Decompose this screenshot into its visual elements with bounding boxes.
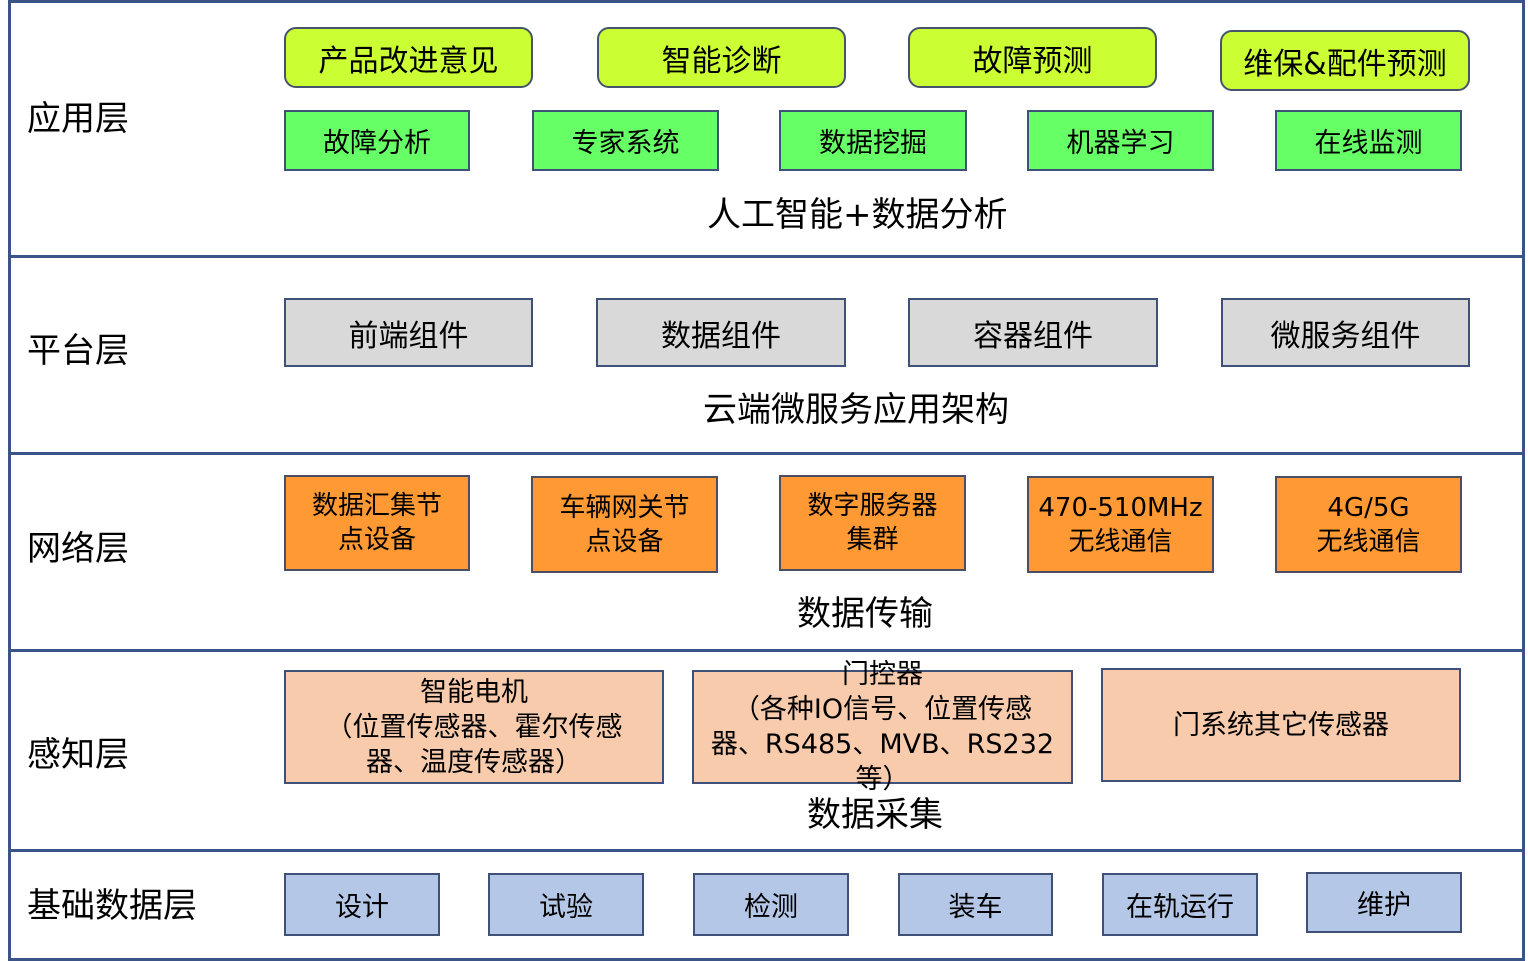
- app-item-smart-diagnosis: 智能诊断: [597, 27, 846, 88]
- platform-item-label: 前端组件: [348, 318, 469, 354]
- layer-title: 平台层: [27, 331, 129, 371]
- network-item-line2: 集群: [846, 525, 899, 555]
- sensing-item-smart-motor: 智能电机（位置传感器、霍尔传感器、温度传感器）: [284, 670, 664, 784]
- app-item-online-monitoring: 在线监测: [1275, 110, 1462, 171]
- layer-title: 基础数据层: [27, 886, 197, 926]
- app-item-label: 维保&配件预测: [1243, 46, 1447, 82]
- network-item-line2: 无线通信: [1316, 526, 1421, 557]
- network-item-aggregation-node: 数据汇集节点设备: [284, 475, 470, 571]
- platform-item-data: 数据组件: [596, 298, 846, 367]
- app-item-maintenance-prediction: 维保&配件预测: [1220, 30, 1470, 91]
- network-item-server-cluster: 数字服务器集群: [779, 475, 966, 571]
- app-item-machine-learning: 机器学习: [1027, 110, 1214, 171]
- network-item-line2: 无线通信: [1068, 526, 1173, 557]
- network-item-gateway-node: 车辆网关节点设备: [531, 476, 718, 573]
- app-item-label: 数据挖掘: [819, 128, 927, 159]
- platform-item-frontend: 前端组件: [284, 298, 533, 367]
- base-item-label: 检测: [744, 892, 798, 923]
- base-item-inspection: 检测: [693, 873, 849, 936]
- network-item-line1: 车辆网关节: [559, 492, 690, 523]
- app-item-data-mining: 数据挖掘: [779, 110, 967, 171]
- network-item-line1: 470-510MHz: [1038, 492, 1203, 523]
- platform-item-container: 容器组件: [908, 298, 1158, 367]
- network-item-line1: 数字服务器: [807, 491, 938, 521]
- base-item-test: 试验: [488, 873, 644, 936]
- app-item-product-improvement: 产品改进意见: [284, 27, 533, 88]
- network-layer: 网络层: [8, 452, 1525, 652]
- app-item-label: 故障预测: [972, 43, 1093, 79]
- layer-title: 感知层: [27, 735, 129, 775]
- base-item-label: 维护: [1357, 890, 1411, 921]
- sensing-item-line3: 器、温度传感器）: [366, 746, 582, 778]
- sensing-item-other-sensors: 门系统其它传感器: [1101, 668, 1461, 782]
- sensing-caption: 数据采集: [807, 795, 943, 835]
- platform-item-label: 微服务组件: [1270, 318, 1421, 354]
- base-item-maintenance: 维护: [1306, 872, 1462, 933]
- network-item-line1: 数据汇集节: [311, 491, 442, 521]
- sensing-item-line1: 门系统其它传感器: [1173, 709, 1389, 741]
- base-item-label: 在轨运行: [1126, 892, 1234, 923]
- base-item-installation: 装车: [898, 873, 1053, 936]
- app-item-label: 机器学习: [1066, 128, 1175, 159]
- app-item-fault-analysis: 故障分析: [284, 110, 470, 171]
- base-item-label: 设计: [335, 892, 389, 923]
- app-item-label: 智能诊断: [661, 43, 782, 79]
- app-item-label: 在线监测: [1314, 128, 1423, 159]
- platform-item-label: 容器组件: [973, 318, 1093, 354]
- platform-item-label: 数据组件: [661, 318, 781, 354]
- network-item-line2: 点设备: [337, 525, 416, 555]
- layer-title: 网络层: [27, 529, 129, 569]
- base-item-label: 装车: [948, 892, 1003, 923]
- network-item-line2: 点设备: [585, 526, 664, 557]
- network-caption: 数据传输: [797, 594, 933, 634]
- app-item-fault-prediction: 故障预测: [908, 27, 1157, 88]
- app-item-label: 产品改进意见: [318, 43, 499, 79]
- base-item-label: 试验: [539, 892, 593, 923]
- sensing-item-line1: 智能电机: [420, 676, 528, 708]
- app-item-expert-system: 专家系统: [532, 110, 719, 171]
- platform-caption: 云端微服务应用架构: [703, 390, 1009, 430]
- sensing-item-line2: （位置传感器、霍尔传感: [325, 711, 623, 743]
- sensing-item-door-controller: 门控器 （各种IO信号、位置传感器、RS485、MVB、RS232等）: [692, 659, 1073, 795]
- application-caption: 人工智能+数据分析: [707, 195, 1008, 235]
- sensing-item-line1: 门控器: [842, 659, 923, 690]
- base-item-design: 设计: [284, 873, 440, 936]
- app-item-label: 专家系统: [571, 128, 680, 159]
- base-item-in-service: 在轨运行: [1102, 873, 1258, 936]
- network-item-line1: 4G/5G: [1327, 492, 1410, 523]
- sensing-item-line2: （各种IO信号、位置传感: [732, 694, 1033, 725]
- app-item-label: 故障分析: [323, 128, 431, 159]
- layer-title: 应用层: [27, 99, 129, 139]
- sensing-item-line3: 器、RS485、MVB、RS232等）: [710, 729, 1055, 795]
- platform-item-microservice: 微服务组件: [1221, 298, 1470, 367]
